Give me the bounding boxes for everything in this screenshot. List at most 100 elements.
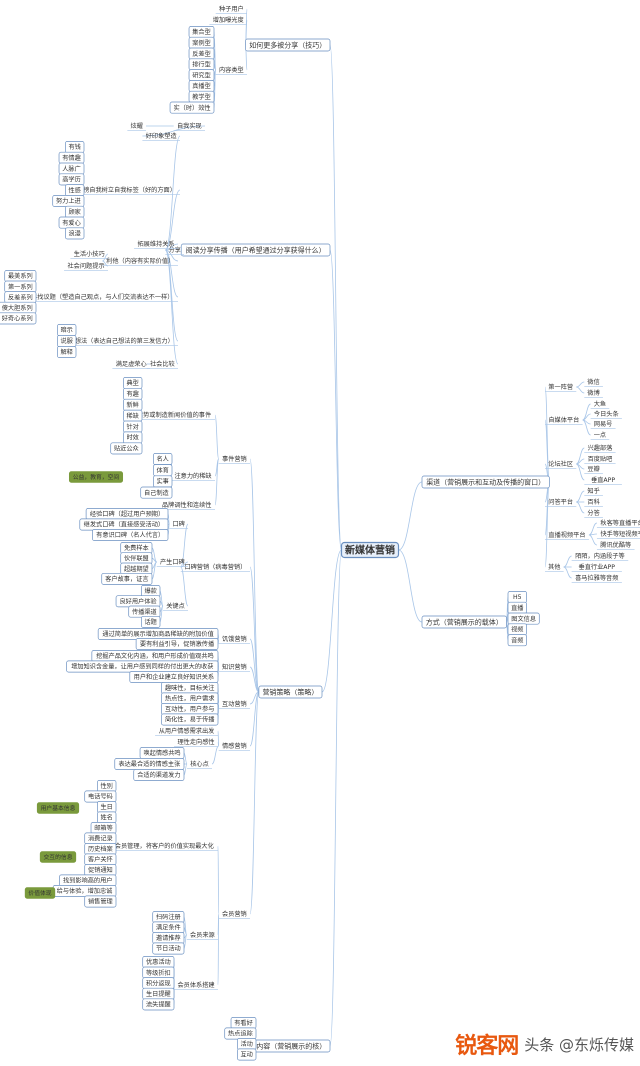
content-type-item: 研究型 xyxy=(188,69,215,82)
event-item-label: 品牌调性和连续性 xyxy=(162,501,212,509)
channel-item: 微博 xyxy=(584,389,603,398)
connector-line xyxy=(329,549,342,1047)
floating-label: 价值体现 xyxy=(24,887,56,899)
event-news-item-label: 稀缺 xyxy=(126,412,138,420)
interactive-item: 趣味性，目标关注 xyxy=(161,682,219,694)
channel-item-label: 垂直行业APP xyxy=(579,563,616,571)
express-item-label: 说服 xyxy=(60,337,72,345)
member-item: 会员来源 xyxy=(186,931,218,940)
share-item-label: 好印象塑造 xyxy=(146,132,177,140)
share-item-label: 标榜自我树立自我标签（好的方面） xyxy=(77,186,176,194)
strategy-item: 口碑营销（病毒营销） xyxy=(180,563,250,572)
connector-line xyxy=(563,555,572,568)
branch-sharing-tips-label: 如何更多被分享（技巧） xyxy=(249,41,326,50)
topic-series-item: 傻大胆系列 xyxy=(0,301,37,314)
share-item: 拓展维持关系 xyxy=(134,240,178,249)
method-item: 音频 xyxy=(507,634,527,647)
content-item-label: 热点追踪 xyxy=(228,1030,253,1038)
wom-create-item: 免费样本 xyxy=(120,542,153,554)
branch-marketing-strategy: 营销策略（策略） xyxy=(258,685,323,699)
connector-line xyxy=(563,566,572,579)
member-system-item-label: 等级折扣 xyxy=(146,969,171,977)
member-system-item: 等级折扣 xyxy=(142,966,175,979)
event-news-item-label: 贴近公众 xyxy=(114,445,139,453)
self-label-item: 有爱心 xyxy=(58,216,85,229)
self-label-item: 性感 xyxy=(65,184,85,197)
member-info-item: 客户关怀 xyxy=(84,853,117,866)
channel-item: 微信 xyxy=(584,378,603,387)
channel-group: 直播视频平台 xyxy=(545,531,589,540)
event-news-item: 时效 xyxy=(123,431,143,444)
channel-item-label: 快手等短视频平台 xyxy=(600,530,640,538)
share-item: 表达想法（表达自己想法的第三发信力） xyxy=(58,337,178,346)
floating-label: 公益，教育，空间 xyxy=(68,471,124,483)
connector-line xyxy=(180,523,189,568)
topic-series-item: 好奇心系列 xyxy=(0,312,37,325)
wom-item-label: 口碑 xyxy=(172,520,184,528)
hunger-item-label: 通过简单的展示增加商品稀缺的附加价值 xyxy=(102,630,213,638)
member-system-item: 生日提醒 xyxy=(142,987,175,1000)
event-news-item: 针对 xyxy=(123,420,143,433)
wom-type-item: 继发式口碑（直接感受活动） xyxy=(79,518,169,531)
wom-item-label: 产生口碑 xyxy=(160,558,185,566)
channel-item-label: 兴趣部落 xyxy=(588,444,614,452)
event-attention-item: 实事 xyxy=(153,475,173,488)
wom-key-item: 良好用户体验 xyxy=(115,595,161,608)
connector-line xyxy=(249,638,260,693)
emotion-core-item: 唤起情感共鸣 xyxy=(139,747,185,759)
channel-item-label: 微信 xyxy=(587,378,599,386)
wom-create-item: 伙伴联盟 xyxy=(120,552,153,565)
wom-item: 关键点 xyxy=(163,602,188,611)
express-item: 暗示 xyxy=(57,324,77,336)
content-item: 热点追踪 xyxy=(224,1027,257,1040)
channel-item-label: 陌陌，内涵段子等 xyxy=(575,552,625,560)
member-info-item: 给与体验，增加忠诚 xyxy=(52,885,117,897)
content-type-item-label: 研究型 xyxy=(192,71,211,79)
connector-line xyxy=(159,600,164,607)
express-item-label: 暗示 xyxy=(60,326,72,334)
channel-item: 垂直行业APP xyxy=(571,563,622,572)
connector-line xyxy=(329,44,342,551)
express-item: 说服 xyxy=(57,335,77,347)
share-item-label: 拓展维持关系 xyxy=(137,240,174,248)
emotion-item: 理性走向感性 xyxy=(174,738,218,747)
event-attention-item: 体育 xyxy=(153,464,173,477)
content-item: 有看好 xyxy=(230,1017,257,1029)
member-info-item: 邮箱等 xyxy=(90,822,117,834)
method-item: 直播 xyxy=(507,601,527,614)
event-news-item-label: 针对 xyxy=(126,423,138,431)
knowledge-item-label: 增加知识含金量，让用户感到同样的付出更大的收获 xyxy=(71,663,213,671)
connector-line xyxy=(180,566,189,607)
connector-line xyxy=(582,419,591,436)
topic-series-item: 反差系列 xyxy=(4,291,37,304)
channel-group: 问答平台 xyxy=(545,498,577,507)
strategy-item: 互动营销 xyxy=(218,700,250,709)
member-source-item-label: 满足条件 xyxy=(156,924,181,932)
connector-line xyxy=(151,557,157,563)
channel-item-label: 大鱼 xyxy=(594,400,606,408)
content-item-label: 有看好 xyxy=(234,1019,253,1027)
member-info-item: 电话号码 xyxy=(84,790,117,803)
wom-create-item: 超越期望 xyxy=(120,562,153,575)
member-source-item: 节日活动 xyxy=(152,942,185,955)
content-type-item: 反差型 xyxy=(188,47,215,60)
method-item-label: H5 xyxy=(513,594,522,601)
channel-item-label: 一点 xyxy=(594,431,606,439)
channel-item-label: 百科 xyxy=(587,498,599,506)
content-type-item-label: 反差型 xyxy=(192,50,211,58)
event-news-item: 贴近公众 xyxy=(110,442,143,455)
emotion-item-label: 理性走向感性 xyxy=(177,738,214,746)
branch-methods: 方式（营销展示的载体） xyxy=(421,615,507,629)
emotion-item: 从用户情感需求出发 xyxy=(155,727,218,736)
topic-series-item: 第一系列 xyxy=(4,280,37,293)
member-info-item: 促销通知 xyxy=(84,864,117,876)
connector-line xyxy=(217,913,220,986)
connector-line xyxy=(249,691,260,747)
central-topic: 新媒体营销 xyxy=(340,541,400,559)
channel-item-label: 豆瓣 xyxy=(587,465,599,473)
self-label-item-label: 有情趣 xyxy=(62,154,81,162)
share-item-label: 寻找议题（塑造自己观点，与人们交流表达不一样） xyxy=(31,293,173,301)
connector-line xyxy=(164,189,181,251)
watermark: 锐客网 头条 @东烁传媒 xyxy=(455,1028,634,1060)
branch-item-label: 内容类型 xyxy=(219,66,244,74)
